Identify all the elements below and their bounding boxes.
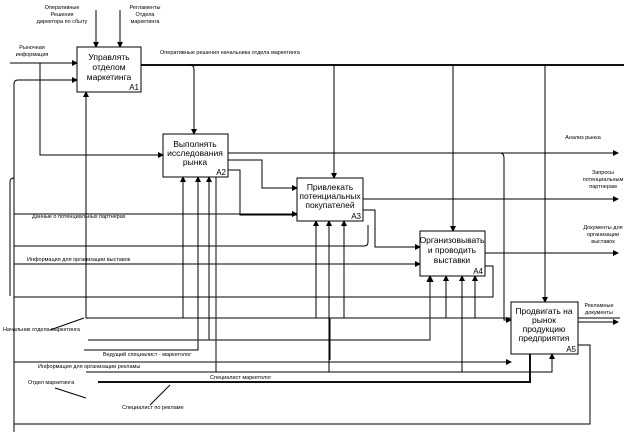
box-title-line: потенциальных: [299, 191, 361, 201]
label-partner-requests: потенциальным: [583, 177, 624, 183]
box-title-line: Управлять: [88, 52, 130, 62]
arrows: [9, 10, 624, 432]
label-department: Отдел маркетинга: [28, 380, 75, 386]
label-regulations: маркетинга: [131, 19, 161, 25]
label-ad-docs: Рекламные: [584, 303, 613, 309]
label-market-info: Рыночная: [19, 45, 45, 51]
activity-box-a2[interactable]: Выполнять исследования рынка A2: [162, 133, 229, 178]
label-head-decisions: Оперативные решения начальника отдела ма…: [160, 50, 301, 56]
box-title-line: и проводить: [428, 245, 477, 255]
label-decisions: директора по сбыту: [37, 19, 88, 25]
label-market-info: информация: [16, 52, 49, 58]
box-title-line: выставки: [434, 255, 471, 265]
box-title-line: рынок: [532, 315, 556, 325]
box-id: A4: [473, 267, 483, 276]
box-title-line: предприятия: [519, 333, 570, 343]
label-partner-requests: Запросы: [592, 170, 614, 176]
label-head: Начальник отдела маркетинга: [3, 327, 81, 333]
label-ad-docs: документы: [585, 310, 613, 316]
label-market-analysis: Анализ рынка: [565, 135, 602, 141]
box-title-line: рынка: [183, 157, 207, 167]
label-marketer: Специалист маркетолог: [210, 375, 271, 381]
box-title-line: Продвигать на: [515, 306, 572, 316]
box-id: A2: [216, 168, 226, 177]
box-title-line: Привлекать: [307, 182, 354, 192]
box-title-line: продукцию: [523, 324, 566, 334]
box-id: A3: [351, 212, 361, 221]
activity-box-a4[interactable]: Организовывать и проводить выставки A4: [419, 230, 486, 277]
label-exhibition-info: Информация для организации выставок: [27, 257, 131, 263]
activity-box-a1[interactable]: Управлять отделом маркетинга A1: [76, 46, 142, 93]
box-title-line: отделом: [92, 62, 125, 72]
label-exhibition-docs: выставок: [591, 239, 615, 245]
activity-box-a5[interactable]: Продвигать на рынок продукцию предприяти…: [510, 301, 579, 355]
label-exhibition-docs: Документы для: [583, 225, 622, 231]
label-decisions: Оперативные: [45, 5, 80, 11]
box-title-line: Выполнять: [173, 139, 217, 149]
box-title-line: покупателей: [305, 200, 354, 210]
activity-box-a3[interactable]: Привлекать потенциальных покупателей A3: [296, 177, 364, 222]
label-decisions: Решения: [50, 12, 73, 18]
label-partners-data: Данные о потенциальных партнерах: [32, 214, 126, 220]
arrow-labels: Оперативные Решения директора по сбыту Р…: [3, 5, 624, 411]
box-title-line: Организовывать: [420, 235, 485, 245]
label-regulations: Отдела: [136, 12, 156, 18]
box-title-line: исследования: [167, 148, 223, 158]
box-id: A5: [566, 345, 576, 354]
label-ad-specialist: Специалист по рекламе: [122, 405, 184, 411]
box-title-line: маркетинга: [87, 72, 132, 82]
label-lead: Ведущий специалист - маркетолог: [103, 351, 191, 358]
label-regulations: Регламенты: [130, 5, 161, 11]
label-exhibition-docs: организации: [587, 232, 619, 238]
label-partner-requests: партнерам: [589, 184, 617, 190]
box-id: A1: [129, 83, 139, 92]
label-ad-info: Информация для организации рекламы: [38, 364, 140, 370]
